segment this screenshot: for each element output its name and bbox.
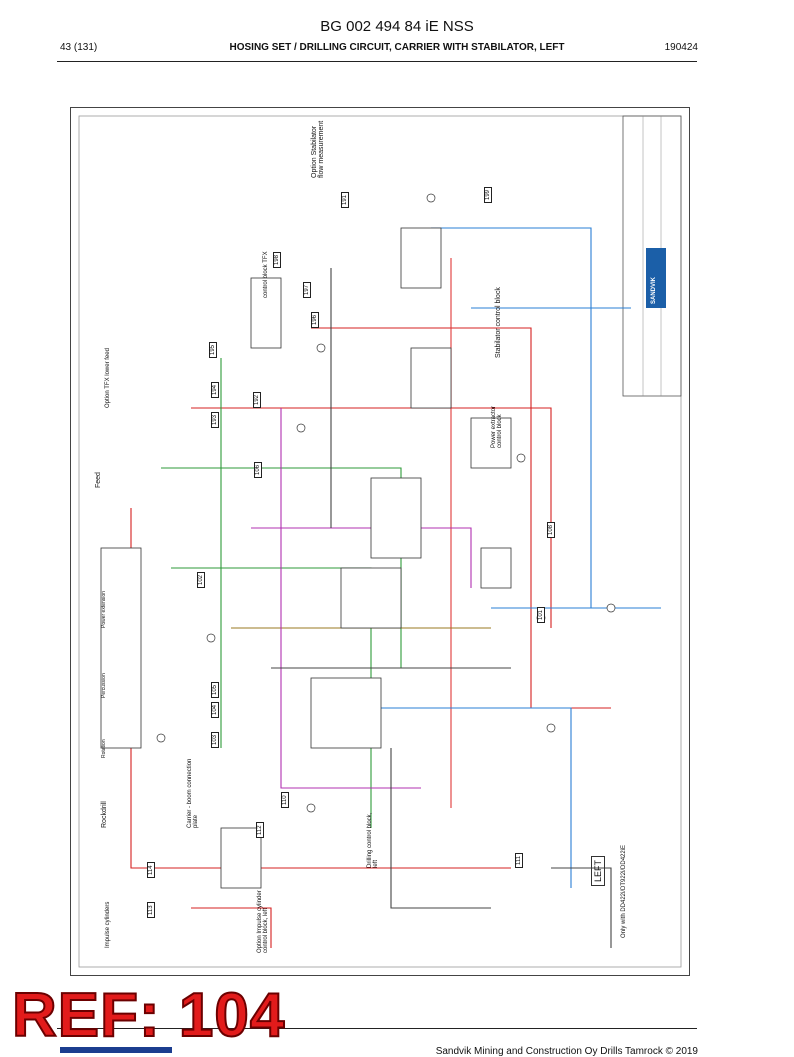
callout-103: 103 <box>211 731 219 748</box>
label-percussion: Percussion <box>101 673 107 698</box>
callout-111: 111 <box>515 852 523 868</box>
label-tfx-lower-feed: Option TFX lower feed <box>105 348 111 408</box>
sandvik-footer-logo <box>60 1047 172 1053</box>
callout-197: 197 <box>303 281 311 298</box>
footer-rule <box>57 1028 697 1029</box>
callout-195: 195 <box>209 341 217 358</box>
callout-101: 101 <box>537 606 545 623</box>
label-rockdrill: Rockdrill <box>101 801 108 828</box>
callout-105: 105 <box>211 681 219 698</box>
label-stabilator-control: Stabilator control block <box>495 287 502 358</box>
callout-196: 196 <box>311 311 319 328</box>
label-feed: Feed <box>95 472 102 488</box>
callout-199: 199 <box>484 186 492 203</box>
document-number: BG 002 494 84 iE NSS <box>320 18 474 35</box>
sandvik-logo-block <box>646 248 666 308</box>
callout-108: 108 <box>547 521 555 538</box>
callout-110: 110 <box>281 792 289 808</box>
callout-198: 198 <box>273 251 281 268</box>
callout-102: 102 <box>197 571 205 588</box>
callout-191: 191 <box>341 191 349 208</box>
label-only-with: Only with DD422i/DT922i/DD422iE <box>621 844 627 938</box>
label-drilling-control: Drilling control block, left <box>367 812 379 868</box>
callout-113: 113 <box>147 902 155 918</box>
label-tfx-control: control block TFX <box>263 251 269 298</box>
callout-194: 194 <box>211 381 219 398</box>
label-impulse-block: Option Impulse cylinder control block, l… <box>257 890 269 953</box>
callout-114: 114 <box>147 862 155 878</box>
callout-106: 106 <box>254 461 262 478</box>
page-title: HOSING SET / DRILLING CIRCUIT, CARRIER W… <box>229 42 565 53</box>
label-power-extractor: Power extractor control block <box>491 405 503 448</box>
label-left: LEFT <box>591 855 605 886</box>
label-rotation: Rotation <box>101 739 107 758</box>
callout-192: 192 <box>253 391 261 408</box>
sandvik-logo-text: SANDVIK <box>651 276 657 304</box>
hydraulic-schematic: Option Stabilator flow measurement contr… <box>70 107 690 976</box>
label-impulse-cylinders: Impulse cylinders <box>105 901 111 948</box>
page-number: 43 (131) <box>60 42 98 53</box>
callout-112: 112 <box>256 822 264 838</box>
callout-193: 193 <box>211 411 219 428</box>
label-power-extension: Power extension <box>101 591 107 628</box>
callout-104: 104 <box>211 701 219 718</box>
footer-copyright: Sandvik Mining and Construction Oy Drill… <box>435 1046 698 1057</box>
ref-stamp: REF: 104 <box>11 981 286 1050</box>
schematic-svg <box>78 115 682 968</box>
document-date: 190424 <box>664 42 698 53</box>
label-carrier-boom: Carrier - boom connection plate <box>187 758 199 828</box>
header-rule <box>57 61 697 62</box>
label-stabilator-flow: Option Stabilator flow measurement <box>311 120 325 178</box>
